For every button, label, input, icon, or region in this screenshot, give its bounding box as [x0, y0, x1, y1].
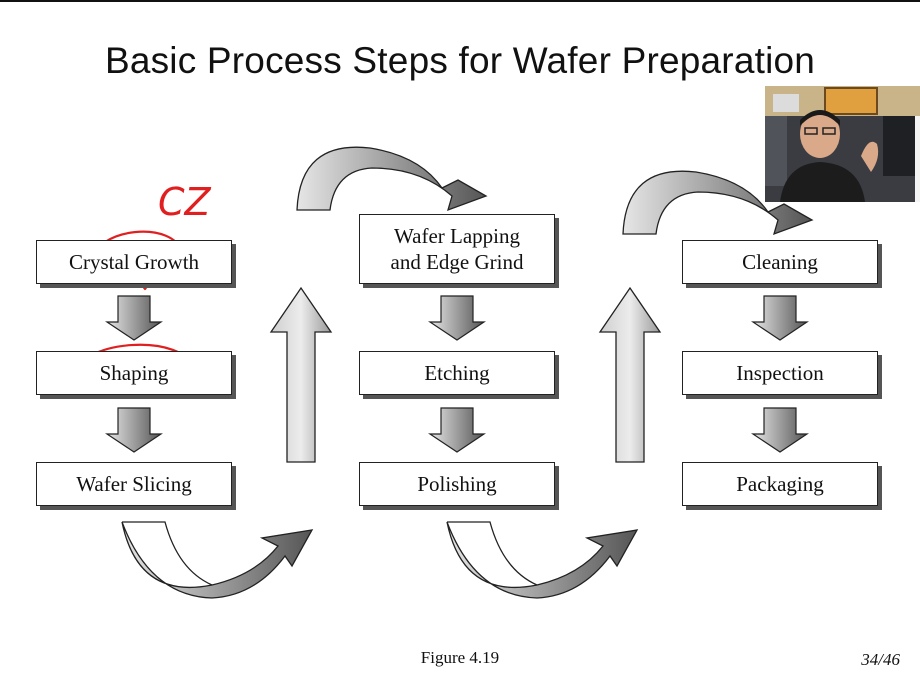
curved-arrow-bottom-right — [446, 521, 639, 599]
step-label: Wafer Slicing — [76, 472, 192, 496]
step-crystal-growth: Crystal Growth — [36, 240, 232, 284]
step-label: Etching — [424, 361, 490, 385]
step-wafer-slicing: Wafer Slicing — [36, 462, 232, 506]
step-label: Wafer Lapping and Edge Grind — [390, 224, 524, 274]
curved-arrow-top-right — [622, 170, 814, 236]
step-etching: Etching — [359, 351, 555, 395]
presenter-video — [765, 86, 920, 202]
step-label: Polishing — [417, 472, 497, 496]
step-shaping: Shaping — [36, 351, 232, 395]
step-inspection: Inspection — [682, 351, 878, 395]
slide-title: Basic Process Steps for Wafer Preparatio… — [104, 40, 816, 81]
page-number: 34/46 — [861, 650, 900, 669]
step-label: Packaging — [736, 472, 824, 496]
step-polishing: Polishing — [359, 462, 555, 506]
step-packaging: Packaging — [682, 462, 878, 506]
top-border — [0, 0, 920, 2]
step-cleaning: Cleaning — [682, 240, 878, 284]
figure-caption: Figure 4.19 — [420, 648, 500, 667]
down-arrow-5 — [751, 295, 809, 341]
step-label: Shaping — [99, 361, 169, 385]
up-arrow-right — [598, 286, 662, 463]
presenter-image — [765, 86, 920, 202]
handwritten-cz: CZ — [158, 180, 212, 224]
step-label: Crystal Growth — [68, 250, 200, 274]
curved-arrow-top-left — [296, 146, 488, 212]
down-arrow-4 — [428, 407, 486, 453]
down-arrow-3 — [428, 295, 486, 341]
down-arrow-2 — [105, 407, 163, 453]
step-label: Inspection — [736, 361, 824, 385]
down-arrow-6 — [751, 407, 809, 453]
up-arrow-left — [269, 286, 333, 463]
step-label: Cleaning — [742, 250, 818, 274]
step-wafer-lapping: Wafer Lapping and Edge Grind — [359, 214, 555, 284]
curved-arrow-bottom-left — [121, 521, 314, 599]
down-arrow-1 — [105, 295, 163, 341]
